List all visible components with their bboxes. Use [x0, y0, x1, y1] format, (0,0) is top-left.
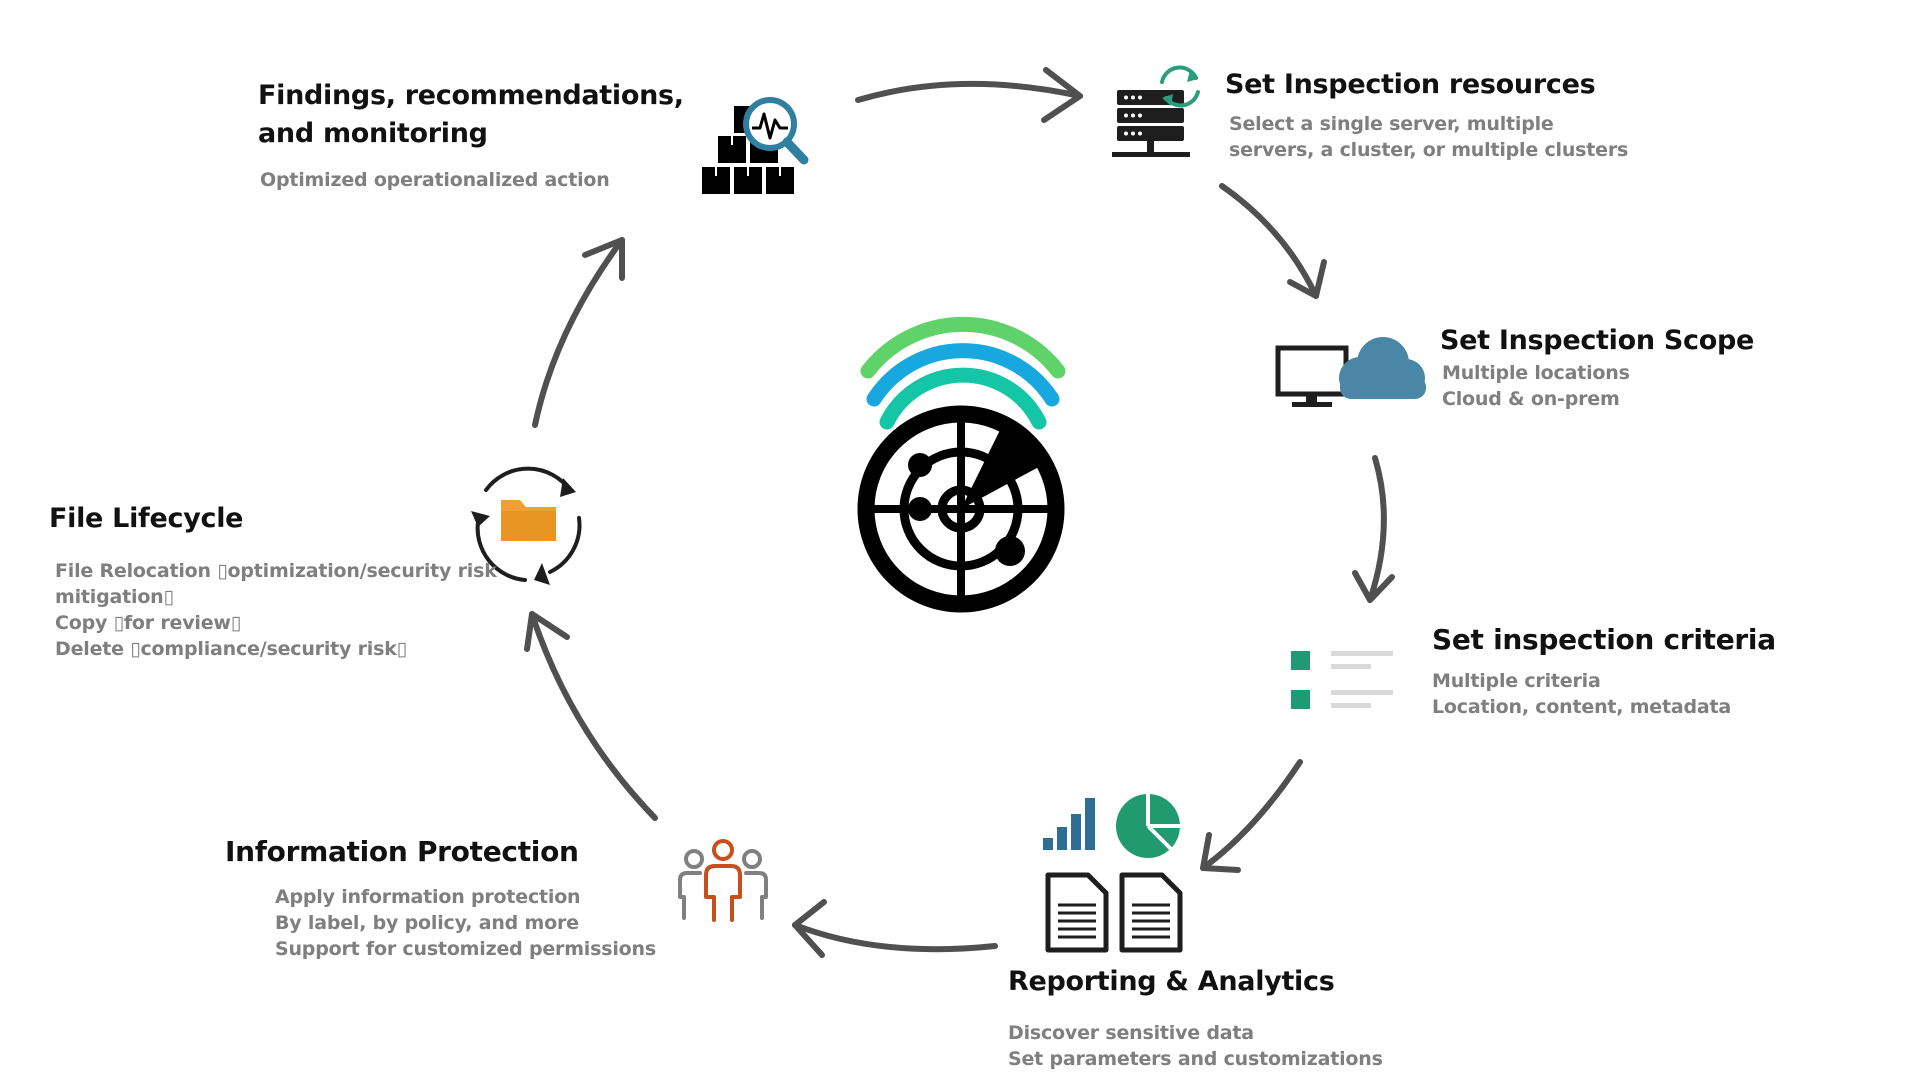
step-criteria-description: Multiple criteria Location, content, met… — [1432, 670, 1732, 718]
step-findings-description: Optimized operationalized action — [260, 169, 610, 191]
arrow-reporting-to-protection — [792, 899, 998, 958]
arrow-criteria-to-reporting — [1200, 759, 1303, 873]
step-findings: Findings, recommendations, and monitorin… — [258, 77, 684, 153]
arrow-lifecycle-to-findings — [532, 237, 625, 428]
step-resources-description: Select a single server, multiple servers… — [1229, 113, 1629, 161]
pie-chart-icon — [1116, 794, 1180, 858]
step-protection-description: Apply information protection By label, b… — [275, 886, 656, 960]
step-reporting-description: Discover sensitive data Set parameters a… — [1008, 1022, 1383, 1070]
document-icon — [1045, 872, 1183, 953]
step-scope-title: Set Inspection Scope — [1440, 325, 1755, 356]
step-reporting-title: Reporting & Analytics — [1008, 966, 1335, 997]
arrow-protection-to-lifecycle — [524, 611, 658, 821]
step-resources-title: Set Inspection resources — [1225, 69, 1596, 100]
step-lifecycle-description: File Relocation ▯optimization/security r… — [55, 560, 497, 660]
step-scope-description: Multiple locations Cloud & on-prem — [1442, 362, 1630, 410]
step-findings-title: Findings, recommendations, and monitorin… — [258, 80, 684, 149]
step-criteria-title: Set inspection criteria — [1432, 623, 1776, 656]
step-lifecycle-title: File Lifecycle — [49, 503, 244, 534]
arrow-findings-to-resources — [855, 67, 1083, 123]
arrow-resources-to-scope — [1219, 183, 1327, 299]
arrow-scope-to-criteria — [1352, 455, 1395, 603]
step-protection-title: Information Protection — [225, 835, 579, 868]
bar-chart-icon — [1043, 798, 1095, 850]
